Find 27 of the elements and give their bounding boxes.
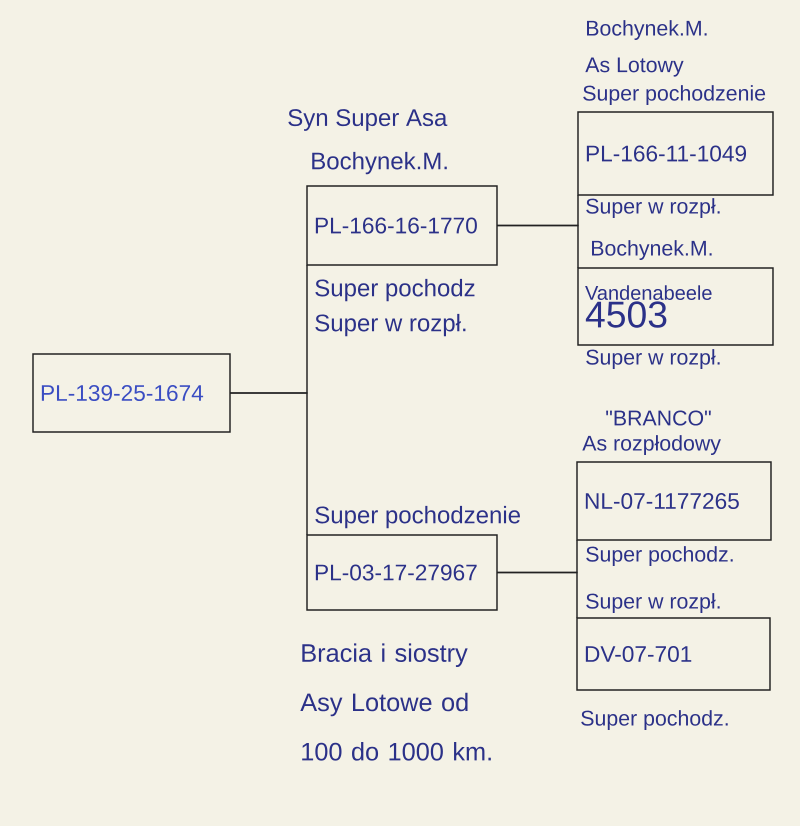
pedigree-box: PL-166-16-1770 [306,185,498,266]
breeder-name: Bochynek.M. [592,240,712,260]
note-text: Super w rozpł. [315,314,466,336]
note-text: Super w rozpł. [586,198,720,218]
breeder-name: Bochynek.M. [312,152,447,174]
pedigree-box: PL-139-25-1674 [32,353,231,433]
note-text: As Lotowy [585,57,684,77]
pedigree-box: NL-07-1177265 [576,461,772,541]
note-text: Syn Super Asa [288,109,448,131]
connector-line [497,572,578,618]
breeder-name: Bochynek.M. [587,20,707,40]
pedigree-box: PL-03-17-27967 [306,534,498,611]
pedigree-box: PL-166-11-1049 [577,111,774,196]
note-text: Super pochodzenie [583,85,766,105]
connector-line [230,392,308,535]
note-text: Super pochodz [315,278,474,302]
connector-line [497,224,579,268]
note-text: As rozpłodowy [582,435,721,455]
note-text: Super pochodz. [586,546,733,566]
note-text: Super pochodz. [581,710,728,730]
pedigree-box: Vandenabeele 4503 [577,267,774,346]
note-text: Bracia i siostry Asy Lotowe od 100 do 1000 km. [300,643,491,761]
pigeon-name: "BRANCO" [606,410,711,426]
note-text: Super w rozpł. [586,349,720,369]
note-text: Super w rozpł. [586,593,720,613]
pedigree-box: DV-07-701 [576,617,771,691]
note-text: Super pochodzenie [315,506,520,528]
